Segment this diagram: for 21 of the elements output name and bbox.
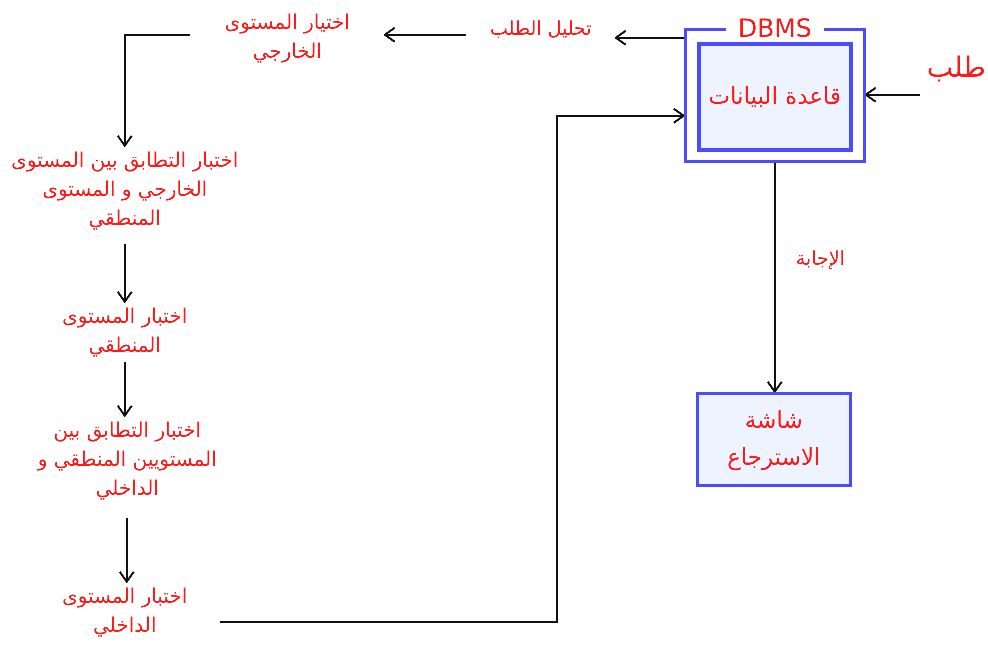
arrow — [117, 362, 133, 417]
box-label: قاعدة البيانات — [708, 82, 842, 112]
arrow — [865, 87, 920, 103]
step-text: اختبار التطابق بين المستويين المنطقي و الداخلي — [10, 416, 245, 518]
step-text: اختبار المستوى الداخلي — [30, 582, 220, 644]
step-text: تحليل الطلب — [466, 16, 616, 50]
arrow — [117, 244, 133, 303]
arrow — [615, 30, 684, 46]
arrow — [767, 163, 783, 393]
process-box — [697, 42, 853, 152]
step-text: طلب — [920, 48, 986, 100]
arrow — [119, 518, 135, 583]
box-label: شاشة الاسترجاع — [726, 406, 822, 473]
arrow — [220, 108, 685, 623]
arrow — [117, 34, 190, 147]
arrow — [384, 27, 466, 43]
step-text: اختيار المستوى الخارجي — [190, 8, 385, 84]
process-box — [696, 392, 852, 487]
step-text: اختبار المستوى المنطقي — [30, 302, 220, 362]
edge-label: الإجابة — [796, 248, 846, 270]
step-text: اختبار التطابق بين المستوى الخارجي و المستوى المنطقي — [5, 146, 245, 244]
